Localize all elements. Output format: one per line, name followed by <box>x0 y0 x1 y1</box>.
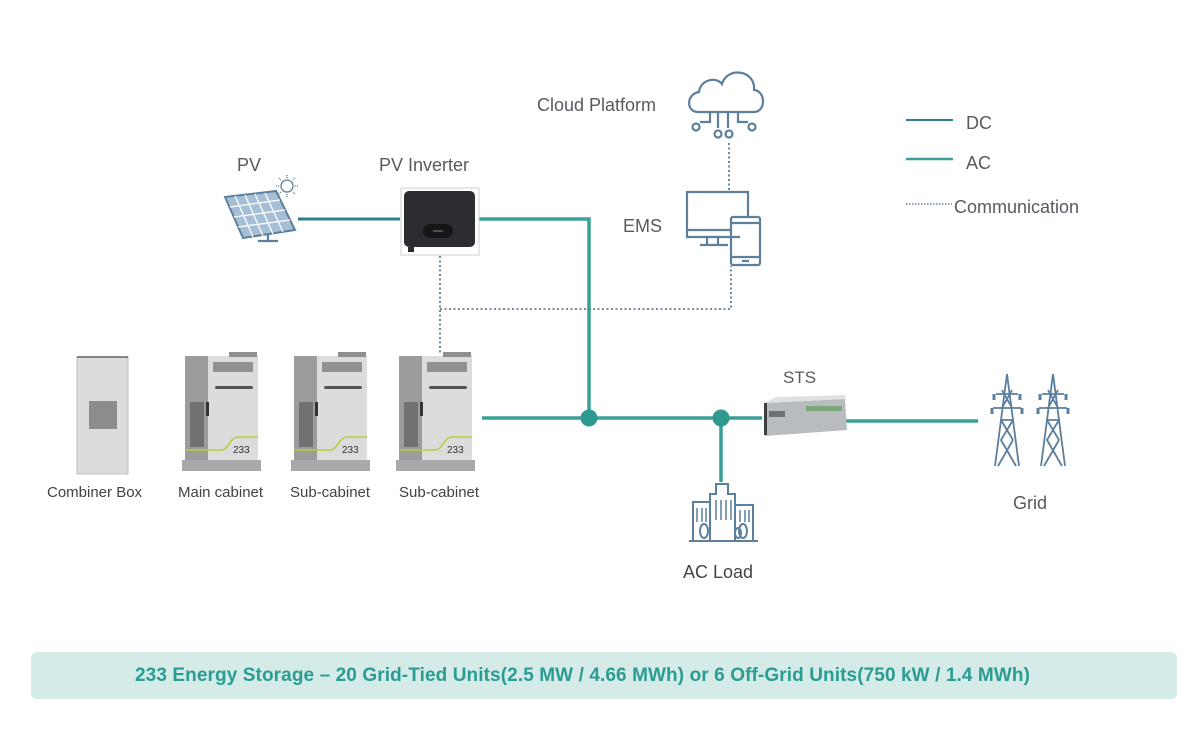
sub-cabinet-1-image: 233 <box>291 352 370 471</box>
sub-cabinet-2-image: 233 <box>396 352 475 471</box>
cloud-icon <box>688 71 765 139</box>
cabinet-badge: 233 <box>342 445 359 456</box>
main-cabinet-label: Main cabinet <box>178 484 264 501</box>
main-cabinet-image: 233 <box>182 352 261 471</box>
ems-monitor-icon <box>685 190 762 267</box>
bus-junction-1 <box>580 409 598 427</box>
ems-label: EMS <box>623 216 663 236</box>
sub-cabinet-2-label: Sub-cabinet <box>399 484 480 501</box>
building-icon <box>689 483 758 542</box>
combiner-box-image <box>76 356 129 475</box>
ac-load-label: AC Load <box>683 562 754 582</box>
ac-line-inverter-bus <box>478 217 591 416</box>
grid-label: Grid <box>1013 493 1048 513</box>
pv-inverter-image <box>400 187 480 256</box>
sts-image <box>764 395 847 436</box>
cabinet-badge: 233 <box>233 445 250 456</box>
legend-dc-label: DC <box>966 113 992 133</box>
bus-junction-2 <box>712 409 730 427</box>
sun-icon <box>276 175 298 197</box>
capacity-banner: 233 Energy Storage – 20 Grid-Tied Units(… <box>31 652 1177 699</box>
sts-label: STS <box>783 368 817 387</box>
solar-panel-icon <box>223 175 298 243</box>
legend-communication-label: Communication <box>954 197 1080 217</box>
combiner-box-label: Combiner Box <box>47 484 143 501</box>
cabinet-templates: 233 233 233 <box>182 352 475 471</box>
sub-cabinet-1-label: Sub-cabinet <box>290 484 371 501</box>
legend-ac-label: AC <box>966 153 992 173</box>
cloud-platform-label: Cloud Platform <box>537 95 657 115</box>
communication-lines <box>439 143 732 354</box>
cabinet-badge: 233 <box>447 445 464 456</box>
capacity-banner-text: 233 Energy Storage – 20 Grid-Tied Units(… <box>135 665 1031 686</box>
pv-inverter-label: PV Inverter <box>379 155 470 175</box>
legend <box>906 119 953 205</box>
transmission-tower-icon <box>990 373 1070 467</box>
pv-label: PV <box>237 155 262 175</box>
